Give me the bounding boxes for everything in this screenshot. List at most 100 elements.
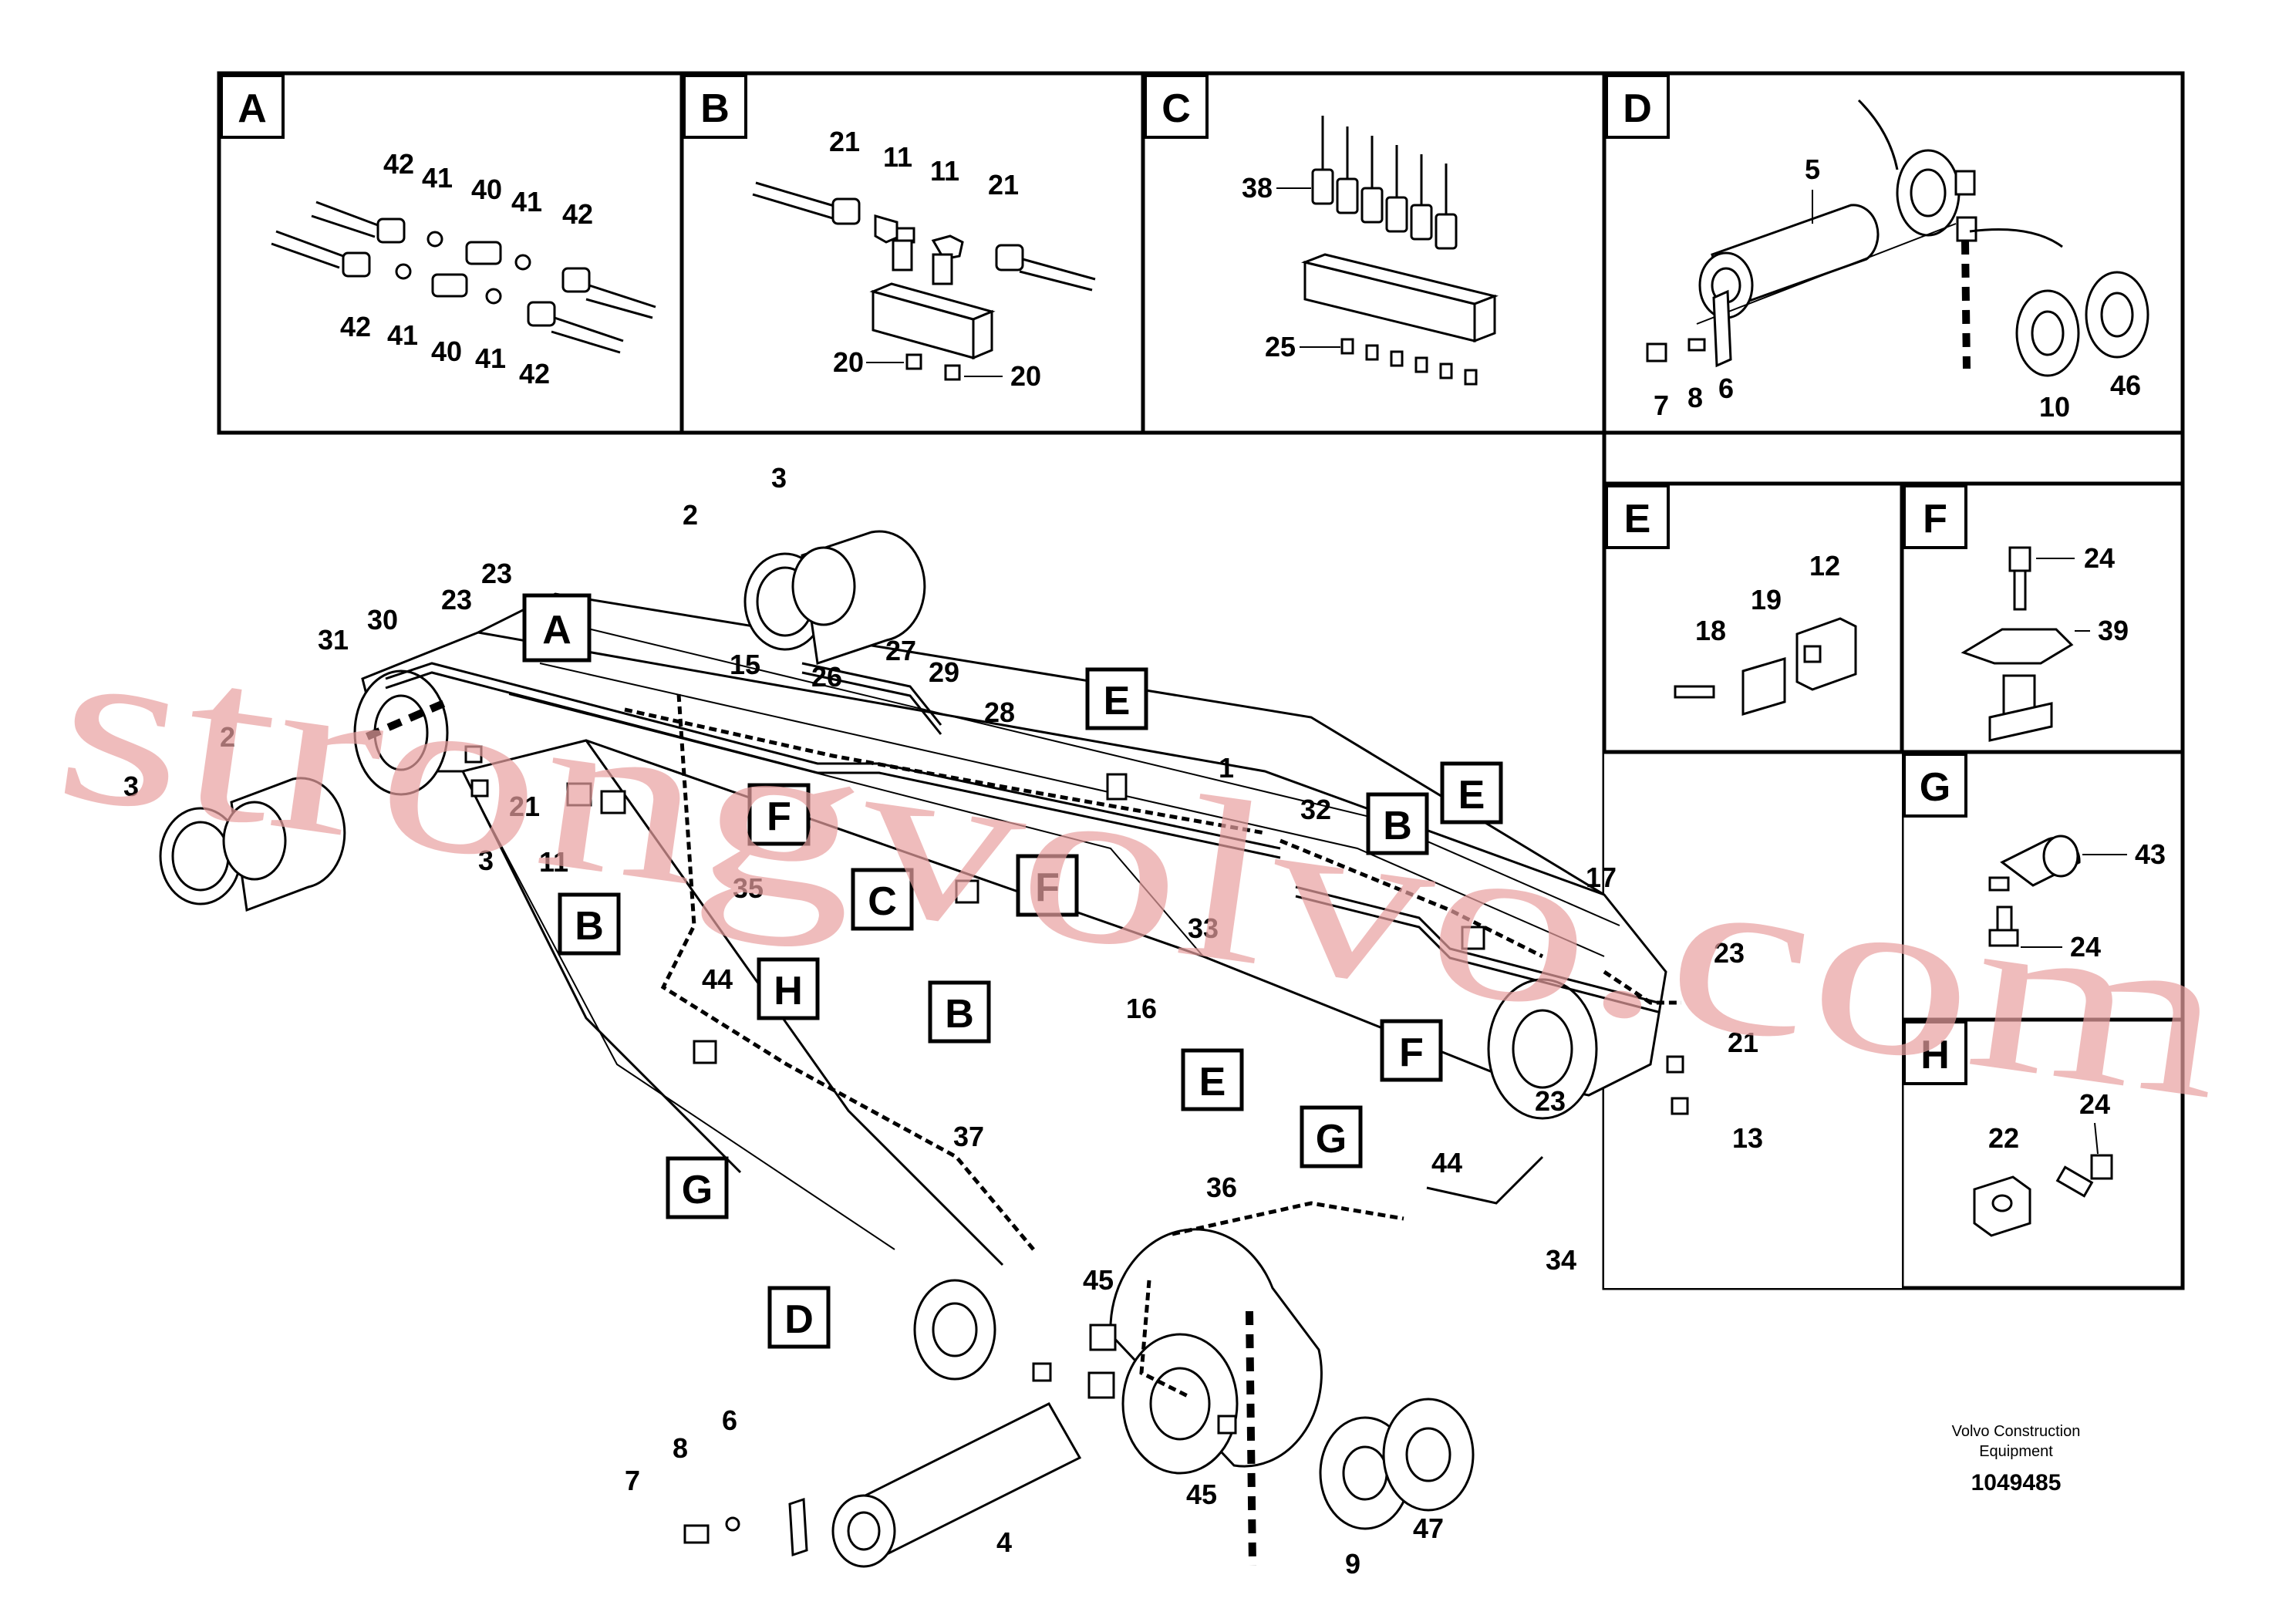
- svg-text:B: B: [700, 86, 730, 131]
- view-ref-B: B: [1366, 792, 1429, 855]
- panel-g-drawing: [1988, 835, 2081, 947]
- svg-text:11: 11: [883, 141, 912, 173]
- panel-label-G: G: [1903, 753, 1967, 818]
- svg-text:G: G: [1920, 765, 1950, 810]
- panel-f-drawing: [1961, 546, 2074, 742]
- svg-text:40: 40: [471, 174, 502, 205]
- panel-a-callouts: 42 41 40 41 42 42 41 40 41 42: [340, 148, 593, 389]
- panel-a-drawing: [271, 201, 656, 354]
- svg-text:F: F: [1399, 1030, 1424, 1075]
- svg-text:11: 11: [539, 846, 568, 878]
- svg-text:41: 41: [422, 162, 453, 194]
- svg-text:B: B: [1383, 804, 1412, 848]
- view-ref-E-low: E: [1181, 1048, 1244, 1111]
- view-ref-B-left: B: [558, 892, 621, 956]
- view-ref-A: A: [522, 593, 592, 663]
- svg-text:9: 9: [1345, 1548, 1360, 1580]
- svg-text:44: 44: [702, 963, 733, 995]
- svg-text:30: 30: [367, 604, 398, 636]
- svg-text:33: 33: [1188, 912, 1219, 944]
- svg-text:29: 29: [929, 656, 959, 688]
- svg-text:23: 23: [1535, 1085, 1566, 1117]
- svg-text:A: A: [542, 608, 571, 653]
- svg-text:15: 15: [730, 649, 760, 680]
- svg-text:6: 6: [722, 1404, 737, 1436]
- svg-text:36: 36: [1206, 1172, 1237, 1203]
- view-ref-D: D: [767, 1286, 831, 1349]
- panel-e-drawing: [1674, 617, 1857, 717]
- panel-b-drawing: [752, 181, 1096, 381]
- svg-text:24: 24: [2084, 542, 2115, 574]
- svg-text:3: 3: [478, 845, 494, 876]
- svg-text:F: F: [1035, 865, 1060, 910]
- svg-text:21: 21: [829, 126, 860, 157]
- svg-text:42: 42: [383, 148, 414, 180]
- svg-text:10: 10: [2039, 391, 2070, 423]
- panel-b-callouts: 21 11 11 21 20 20: [829, 126, 1041, 392]
- svg-text:3: 3: [771, 462, 787, 494]
- svg-text:8: 8: [673, 1432, 688, 1464]
- svg-text:7: 7: [625, 1465, 640, 1496]
- svg-text:C: C: [1161, 86, 1191, 131]
- view-ref-E-right: E: [1440, 761, 1503, 824]
- svg-text:23: 23: [1714, 937, 1745, 969]
- panel-c-callouts: 38 25: [1242, 172, 1340, 363]
- svg-text:18: 18: [1695, 615, 1726, 646]
- svg-text:20: 20: [833, 346, 864, 378]
- svg-text:41: 41: [475, 342, 506, 374]
- boom-assembly-drawing: [159, 530, 1689, 1568]
- view-reference-boxes: A B C D E F G H: [522, 593, 1503, 1349]
- svg-text:19: 19: [1751, 584, 1782, 615]
- svg-text:23: 23: [481, 558, 512, 589]
- view-ref-B-mid: B: [928, 980, 991, 1044]
- drawing-number: 1049485: [1971, 1470, 2062, 1496]
- svg-text:37: 37: [953, 1121, 984, 1152]
- svg-text:F: F: [1923, 497, 1947, 541]
- svg-text:31: 31: [318, 624, 349, 656]
- svg-text:42: 42: [562, 198, 593, 230]
- main-callouts: 3 2 23 31 30 23 15 26 27 29 28 1 32 2 3 …: [123, 462, 1763, 1580]
- svg-text:A: A: [238, 86, 267, 131]
- svg-text:2: 2: [683, 499, 698, 531]
- svg-text:H: H: [774, 969, 803, 1013]
- svg-text:D: D: [784, 1297, 814, 1342]
- svg-text:38: 38: [1242, 172, 1273, 204]
- svg-text:34: 34: [1546, 1244, 1576, 1276]
- panel-c-fittings: [1311, 116, 1458, 250]
- svg-text:46: 46: [2110, 369, 2141, 401]
- svg-text:4: 4: [996, 1526, 1012, 1558]
- svg-text:32: 32: [1300, 794, 1331, 825]
- svg-text:F: F: [767, 794, 791, 839]
- svg-text:24: 24: [2070, 931, 2101, 963]
- panel-label-H: H: [1903, 1020, 1967, 1085]
- panel-label-B: B: [683, 74, 747, 139]
- view-ref-F-right: F: [1380, 1019, 1443, 1082]
- svg-text:40: 40: [431, 336, 462, 367]
- svg-text:5: 5: [1805, 153, 1820, 185]
- svg-text:45: 45: [1083, 1264, 1114, 1296]
- svg-text:22: 22: [1988, 1122, 2019, 1154]
- company-line-2: Equipment: [1979, 1443, 2053, 1460]
- svg-text:45: 45: [1186, 1479, 1217, 1510]
- svg-text:B: B: [945, 992, 974, 1037]
- svg-text:35: 35: [733, 872, 764, 904]
- svg-text:1: 1: [1219, 752, 1234, 784]
- panel-f-callouts: 24 39: [2036, 542, 2129, 646]
- svg-text:D: D: [1623, 86, 1652, 131]
- svg-text:42: 42: [519, 358, 550, 389]
- panel-label-D: D: [1605, 74, 1670, 139]
- svg-text:2: 2: [220, 721, 235, 753]
- svg-text:42: 42: [340, 311, 371, 342]
- panel-e-callouts: 18 19 12: [1695, 550, 1840, 646]
- svg-text:44: 44: [1431, 1147, 1462, 1179]
- svg-text:41: 41: [387, 319, 418, 351]
- svg-text:6: 6: [1718, 373, 1734, 404]
- svg-text:G: G: [682, 1168, 713, 1212]
- panel-h-drawing: [1973, 1154, 2113, 1237]
- view-ref-H: H: [757, 957, 820, 1020]
- panel-g-callouts: 43 24: [2021, 838, 2166, 963]
- svg-text:47: 47: [1413, 1512, 1444, 1544]
- panel-label-E: E: [1605, 484, 1670, 549]
- svg-text:27: 27: [885, 635, 916, 666]
